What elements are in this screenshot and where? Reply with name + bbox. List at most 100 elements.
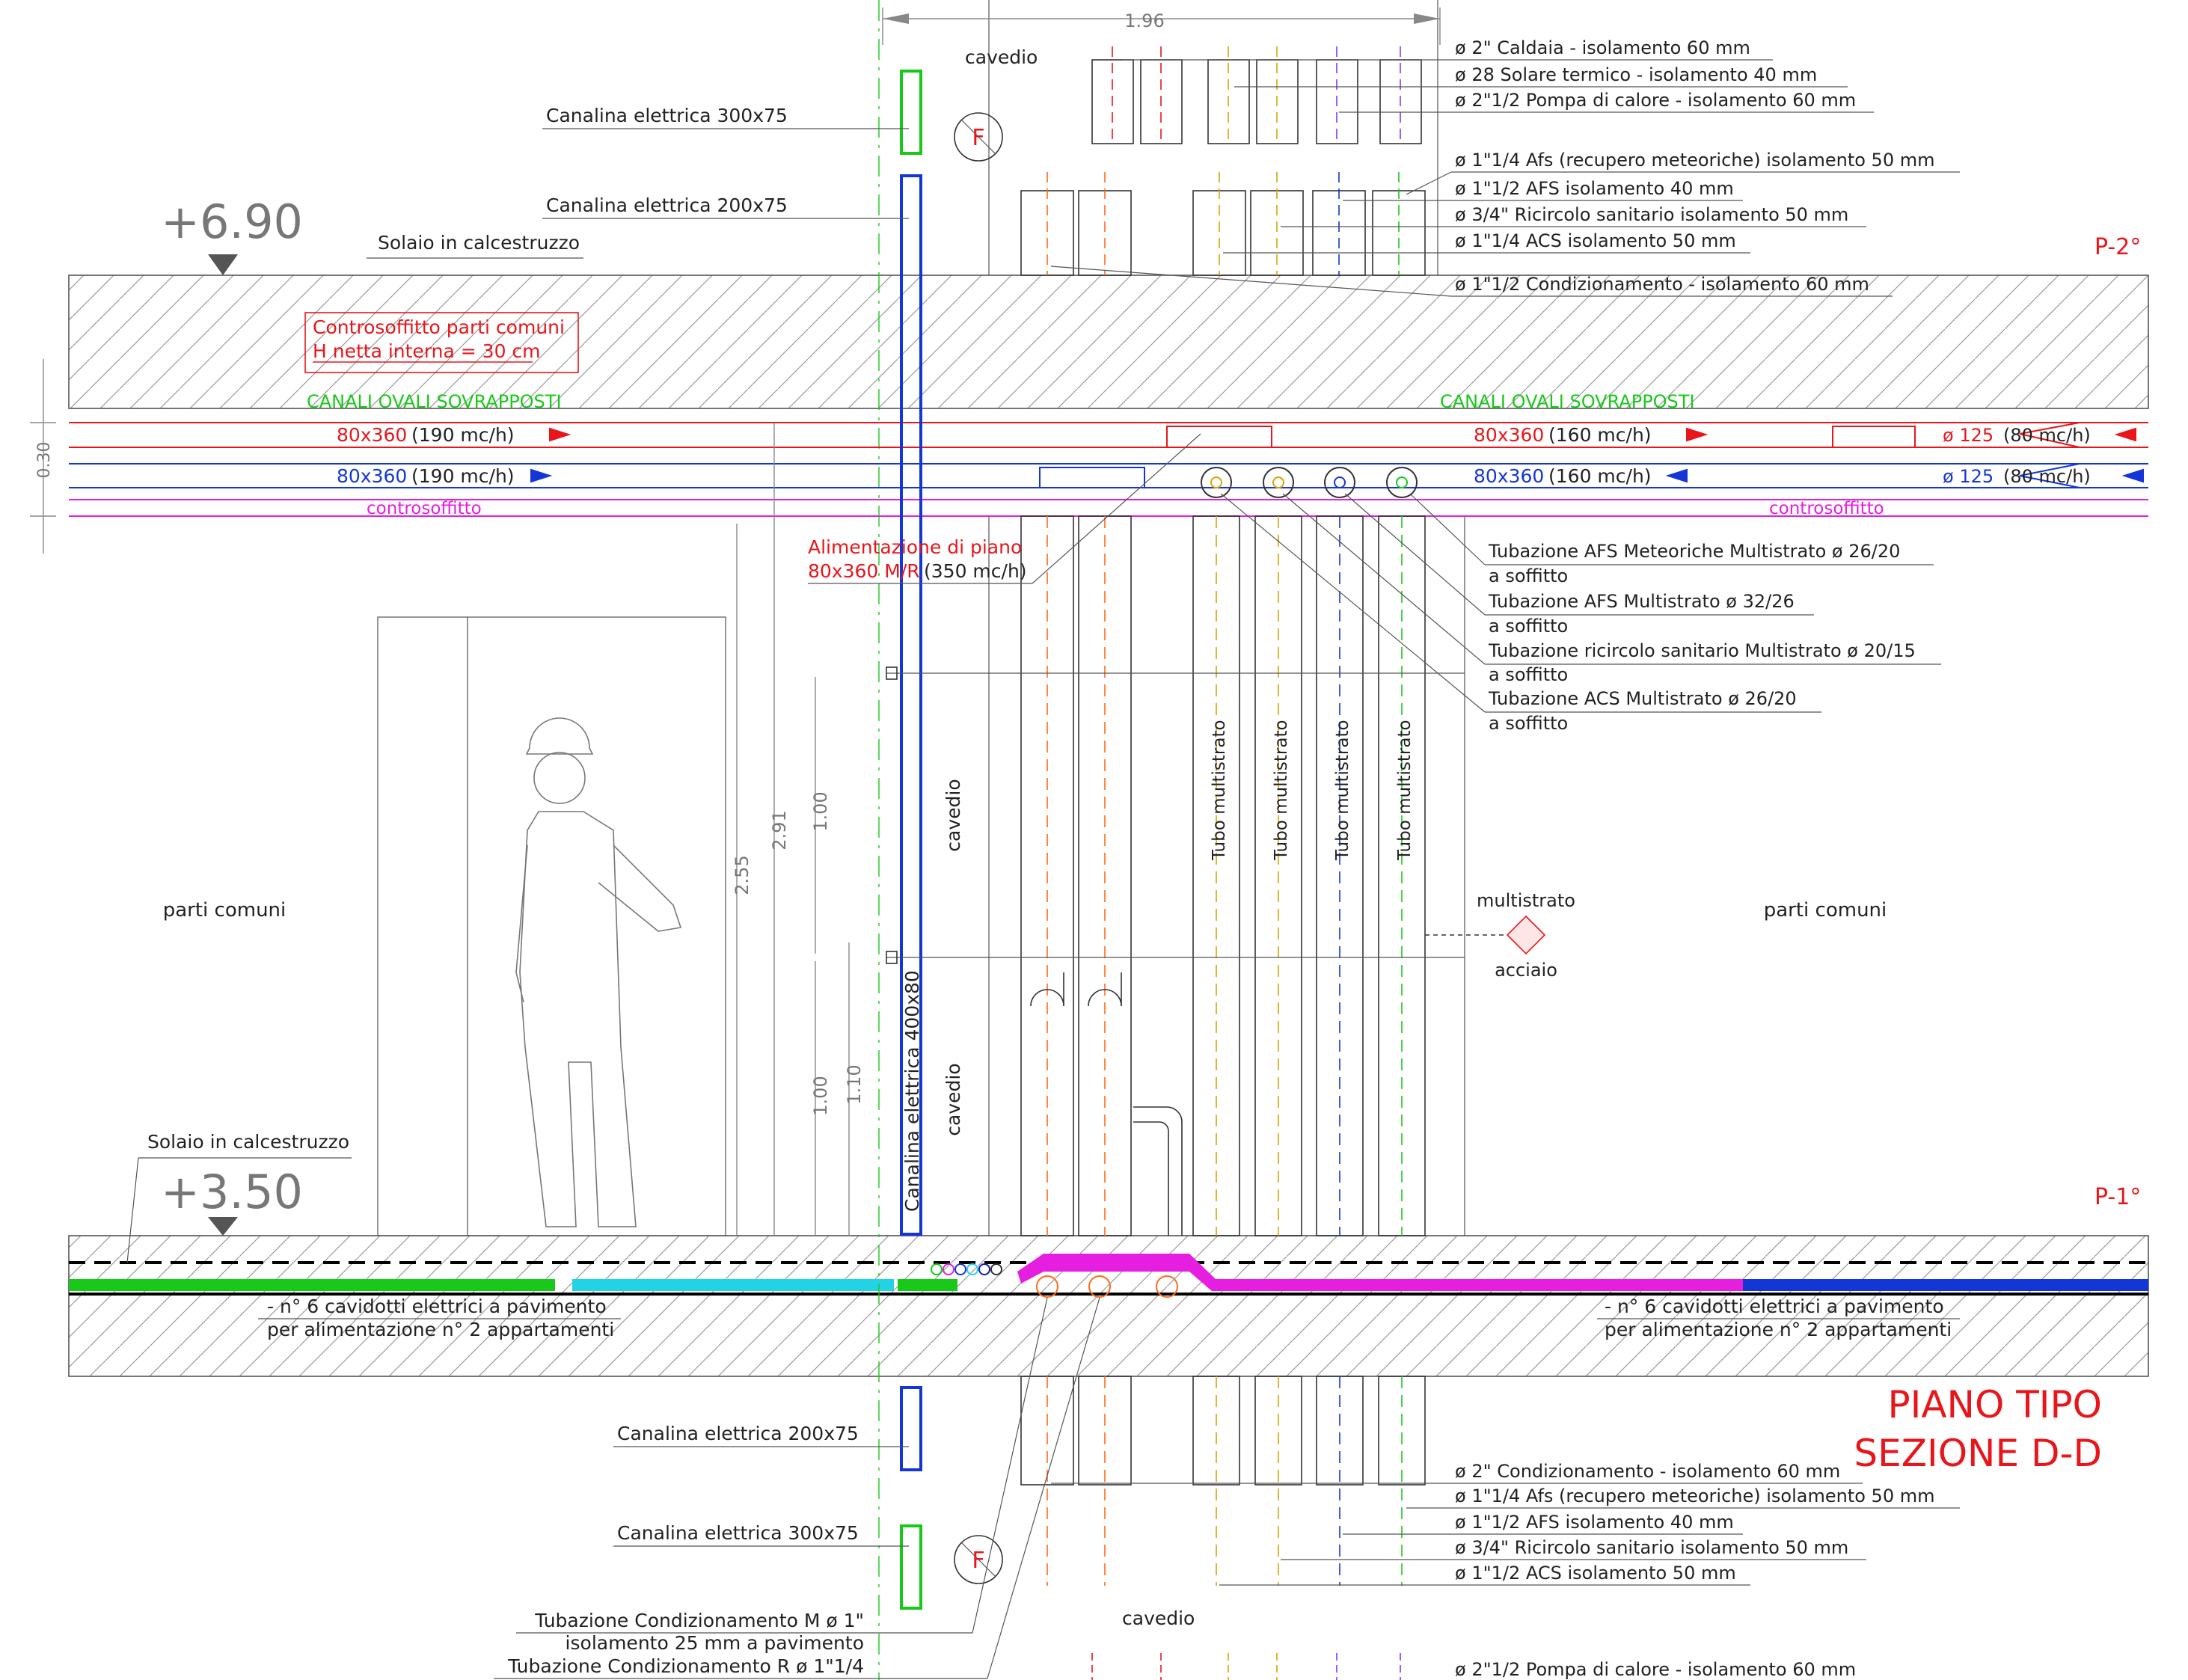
vertical-dimensions: 0.30 2.55 2.91 1.00 1.00 1.10 <box>30 359 865 1236</box>
ceiling-pipe-3-l2: a soffitto <box>1489 713 1568 734</box>
conduit-right-l2: per alimentazione n° 2 appartamenti <box>1605 1319 1952 1340</box>
riser-label-1: Tubo multistrato <box>1210 720 1229 861</box>
dim-100a: 1.00 <box>810 791 831 831</box>
duct-blue-right-size: 80x360 <box>1474 465 1544 487</box>
transition-top: multistrato <box>1477 890 1575 911</box>
upper-pipe-0: ø 2" Caldaia - isolamento 60 mm <box>1455 37 1750 58</box>
dim-110: 1.10 <box>844 1064 865 1104</box>
upper-pipe-1: ø 28 Solare termico - isolamento 40 mm <box>1455 64 1817 85</box>
supply-line2a: 80x360 M/R <box>808 560 920 582</box>
duct-blue-round-flow: (80 mc/h) <box>2003 466 2091 487</box>
duct-blue-left-size: 80x360 <box>337 465 407 487</box>
floor-conduit-bands <box>69 1254 2148 1291</box>
upper-pipe-7: ø 1"1/2 Condizionamento - isolamento 60 … <box>1455 274 1869 295</box>
upper-pipe-3: ø 1"1/4 Afs (recupero meteoriche) isolam… <box>1455 150 1934 171</box>
floor-conduit-labels: - n° 6 cavidotti elettrici a pavimento p… <box>258 1296 1960 1340</box>
ceiling-pipe-1-l2: a soffitto <box>1489 616 1568 637</box>
ceiling-pipe-1-l1: Tubazione AFS Multistrato ø 32/26 <box>1488 591 1795 612</box>
riser-label-2: Tubo multistrato <box>1272 720 1291 861</box>
floor-pipe-m-l1: Tubazione Condizionamento M ø 1" <box>534 1610 864 1631</box>
duct-blue-right-flow: (160 mc/h) <box>1548 465 1652 487</box>
dim-196: 1.96 <box>1124 10 1164 31</box>
upper-pipe-5: ø 3/4" Ricircolo sanitario isolamento 50… <box>1455 204 1848 225</box>
duct-red-left-size: 80x360 <box>337 424 407 446</box>
transition-symbol: multistrato acciaio <box>1425 890 1575 981</box>
floor-pipe-sections <box>1036 1275 1178 1298</box>
floor-pipe-r-l1: Tubazione Condizionamento R ø 1"1/4 <box>507 1655 864 1677</box>
floor-label-p1: P-1° <box>2094 1184 2141 1210</box>
conduit-left-l1: - n° 6 cavidotti elettrici a pavimento <box>267 1296 607 1317</box>
fire-damper-bottom: F <box>954 1535 1003 1584</box>
floor-pipe-labels: Tubazione Condizionamento M ø 1" isolame… <box>494 1297 1100 1679</box>
cavedio-mid1: cavedio <box>943 779 964 851</box>
level-lower-slab: Solaio in calcestruzzo <box>147 1131 349 1153</box>
conduit-left-l2: per alimentazione n° 2 appartamenti <box>267 1319 614 1340</box>
level-upper: +6.90 Solaio in calcestruzzo P-2° <box>161 194 2141 275</box>
upper-slab <box>68 275 2149 409</box>
title-line2: SEZIONE D-D <box>1854 1432 2102 1475</box>
dim-030: 0.30 <box>35 442 54 479</box>
lower-risers <box>1020 1376 1426 1680</box>
lower-pipe-1: ø 1"1/4 Afs (recupero meteoriche) isolam… <box>1455 1486 1934 1506</box>
ceiling-pipe-0-l2: a soffitto <box>1489 565 1568 586</box>
worker-figure <box>515 717 682 1227</box>
tray-vertical-400: Canalina elettrica 400x80 <box>901 970 923 1212</box>
tray-top-300: Canalina elettrica 300x75 <box>546 105 788 126</box>
riser-label-4: Tubo multistrato <box>1395 720 1415 861</box>
level-lower-value: +3.50 <box>161 1165 303 1219</box>
cavedio-top: cavedio <box>965 46 1038 68</box>
ceiling-pipe-2-l1: Tubazione ricircolo sanitario Multistrat… <box>1488 640 1916 661</box>
drawing-title: PIANO TIPO SEZIONE D-D <box>1854 1383 2102 1475</box>
level-upper-slab: Solaio in calcestruzzo <box>378 232 580 254</box>
ceiling-pipe-2-l2: a soffitto <box>1489 664 1568 685</box>
conduit-right-l1: - n° 6 cavidotti elettrici a pavimento <box>1605 1296 1944 1317</box>
upper-pipe-4: ø 1"1/2 AFS isolamento 40 mm <box>1455 178 1734 199</box>
supply-line2b: (350 mc/h) <box>924 560 1027 582</box>
duct-blue-left-flow: (190 mc/h) <box>411 465 515 487</box>
duct-blue-round-size: ø 125 <box>1943 466 1994 487</box>
duct-red <box>69 422 2148 448</box>
door <box>377 616 726 1236</box>
shaft-risers <box>886 515 1465 1236</box>
riser-labels: Tubo multistrato Tubo multistrato Tubo m… <box>1210 720 1415 861</box>
riser-label-3: Tubo multistrato <box>1333 720 1352 861</box>
area-left: parti comuni <box>163 899 286 922</box>
note-line1: Controsoffitto parti comuni <box>313 316 565 338</box>
group-label-right: CANALI OVALI SOVRAPPOSTI <box>1440 391 1695 412</box>
cable-tray-labels: Canalina elettrica 300x75 Canalina elett… <box>542 105 923 1547</box>
cable-trays <box>900 70 922 1610</box>
ceiling-pipe-0-l1: Tubazione AFS Meteoriche Multistrato ø 2… <box>1488 541 1900 562</box>
upper-pipe-2: ø 2"1/2 Pompa di calore - isolamento 60 … <box>1455 90 1856 111</box>
upper-pipe-6: ø 1"1/4 ACS isolamento 50 mm <box>1455 230 1736 251</box>
duct-labels: CANALI OVALI SOVRAPPOSTI CANALI OVALI SO… <box>307 391 2091 584</box>
floor-label-p2: P-2° <box>2094 234 2141 260</box>
false-ceiling-note: Controsoffitto parti comuni H netta inte… <box>304 312 579 373</box>
fire-label-top: F <box>972 125 984 151</box>
floor-pipe-m-l2: isolamento 25 mm a pavimento <box>566 1632 864 1654</box>
lower-pipe-labels: ø 2" Condizionamento - isolamento 60 mm … <box>1051 1461 1960 1680</box>
tray-bottom-200: Canalina elettrica 200x75 <box>617 1423 859 1444</box>
supply-line1: Alimentazione di piano <box>808 536 1022 558</box>
area-right: parti comuni <box>1764 899 1887 922</box>
duct-blue <box>69 463 2148 488</box>
duct-red-right-size: 80x360 <box>1474 424 1544 446</box>
upper-pipe-labels: ø 2" Caldaia - isolamento 60 mm ø 28 Sol… <box>1050 37 1960 297</box>
dim-291: 2.91 <box>769 810 790 850</box>
level-lower: +3.50 Solaio in calcestruzzo P-1° <box>126 1131 2141 1263</box>
level-upper-value: +6.90 <box>161 194 303 249</box>
shaft-walls <box>878 0 1465 1680</box>
ceiling-pipe-sections <box>1201 467 1418 498</box>
duct-red-right-flow: (160 mc/h) <box>1548 424 1652 446</box>
dim-255: 2.55 <box>732 855 753 895</box>
duct-red-round-flow: (80 mc/h) <box>2003 425 2091 446</box>
lower-pipe-2: ø 1"1/2 AFS isolamento 40 mm <box>1455 1512 1734 1533</box>
lower-pipe-3: ø 3/4" Ricircolo sanitario isolamento 50… <box>1455 1537 1848 1558</box>
transition-bottom: acciaio <box>1495 960 1557 981</box>
lower-pipe-5: ø 2"1/2 Pompa di calore - isolamento 60 … <box>1455 1659 1856 1680</box>
fire-damper-top: F <box>954 112 1003 162</box>
cavedio-bottom: cavedio <box>1122 1607 1195 1629</box>
dim-100b: 1.00 <box>810 1076 831 1115</box>
duct-red-round-size: ø 125 <box>1943 425 1994 446</box>
ceiling-label-left: controsoffitto <box>367 499 482 518</box>
